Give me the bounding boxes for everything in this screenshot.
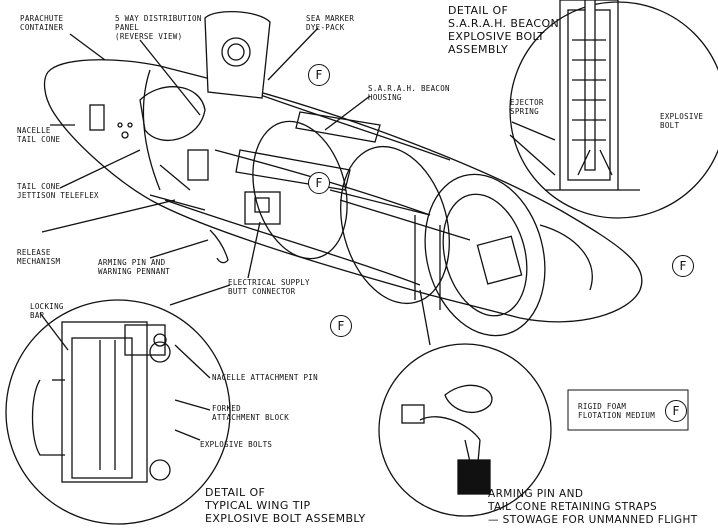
- foam-marker: F: [308, 172, 330, 194]
- frame-ring-2: [340, 145, 450, 305]
- label-nacelle-attachment-pin: NACELLE ATTACHMENT PIN: [212, 373, 318, 382]
- label-electrical-connector: ELECTRICAL SUPPLY BUTT CONNECTOR: [228, 278, 310, 296]
- frame-ring-1: [252, 120, 348, 260]
- parachute-lid: [204, 10, 271, 99]
- label-distribution-panel: 5 WAY DISTRIBUTION PANEL (REVERSE VIEW): [115, 14, 202, 41]
- label-release-mechanism: RELEASE MECHANISM: [17, 248, 61, 266]
- title-wing-tip-detail: DETAIL OF TYPICAL WING TIP EXPLOSIVE BOL…: [205, 486, 366, 525]
- label-locking-bar: LOCKING BAR: [30, 302, 64, 320]
- label-nacelle-tail-cone: NACELLE TAIL CONE: [17, 126, 61, 144]
- frame-ring-3: [424, 173, 546, 337]
- tail-cone-seam: [142, 69, 161, 191]
- label-tail-cone-jettison: TAIL CONE JETTISON TELEFLEX: [17, 182, 99, 200]
- foam-marker: F: [330, 315, 352, 337]
- foam-marker: F: [665, 400, 687, 422]
- title-arming-pin-detail: ARMING PIN AND TAIL CONE RETAINING STRAP…: [488, 488, 698, 526]
- label-explosive-bolts: EXPLOSIVE BOLTS: [200, 440, 273, 449]
- nacelle-body-outline: [43, 59, 643, 323]
- foam-marker: F: [672, 255, 694, 277]
- frame-ring-3-inner: [442, 193, 528, 317]
- wing-tip-detail-circle: [5, 299, 231, 525]
- label-forked-attachment-block: FORKED ATTACHMENT BLOCK: [212, 404, 290, 422]
- arming-pin-detail-circle: [378, 343, 552, 517]
- label-ejector-spring: EJECTOR SPRING: [510, 98, 544, 116]
- legend-box: [567, 389, 689, 431]
- label-parachute-container: PARACHUTE CONTAINER: [20, 14, 64, 32]
- label-sea-marker: SEA MARKER DYE-PACK: [306, 14, 355, 32]
- title-sarah-detail: DETAIL OF S.A.R.A.H. BEACON EXPLOSIVE BO…: [448, 4, 560, 56]
- label-arming-pin-pennant: ARMING PIN AND WARNING PENNANT: [98, 258, 171, 276]
- label-sarah-housing: S.A.R.A.H. BEACON HOUSING: [368, 84, 450, 102]
- label-rigid-foam: RIGID FOAM FLOTATION MEDIUM: [578, 402, 656, 420]
- foam-marker: F: [308, 64, 330, 86]
- label-explosive-bolt: EXPLOSIVE BOLT: [660, 112, 704, 130]
